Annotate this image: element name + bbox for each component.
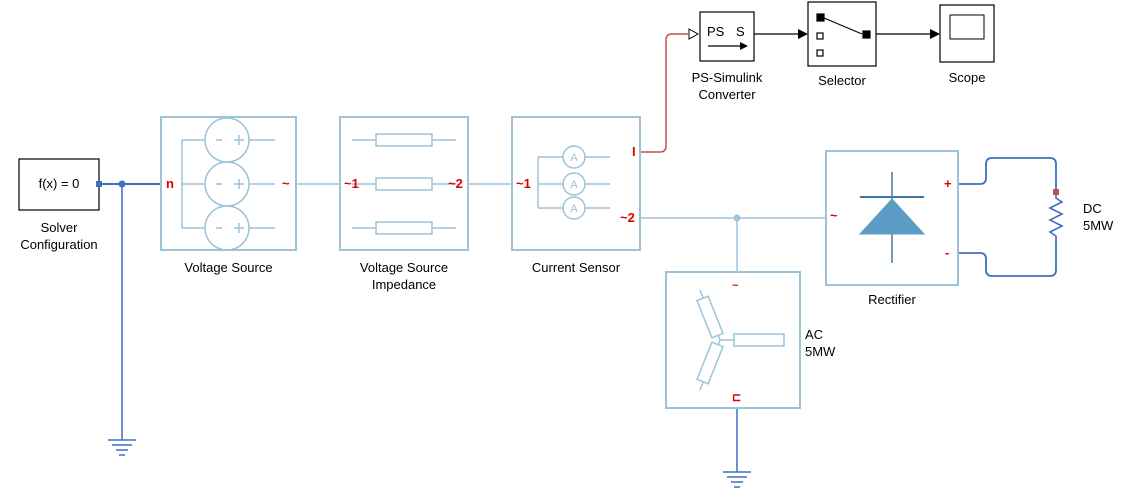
ps-input-port-icon xyxy=(688,28,700,40)
solver-label-line2: Configuration xyxy=(20,237,98,252)
ground-symbol-left xyxy=(108,439,136,456)
wire-sensor-to-converter[interactable] xyxy=(640,33,688,153)
diode-icon xyxy=(858,172,926,263)
converter-label-line1: PS-Simulink xyxy=(691,70,763,85)
impedance-label-line1: Voltage Source xyxy=(359,260,449,275)
dc-load-label-line1: DC xyxy=(1083,201,1102,216)
port-label-tilde: ~ xyxy=(282,176,290,191)
converter-s-text: S xyxy=(736,24,745,39)
port-label-tilde1: ~1 xyxy=(516,176,531,191)
port-label-ac-top: ~ xyxy=(732,280,739,292)
ac-load-block[interactable] xyxy=(665,271,801,409)
port-label-tilde2: ~2 xyxy=(620,210,635,225)
ac-load-label-line2: 5MW xyxy=(805,344,836,359)
voltage-source-label: Voltage Source xyxy=(184,260,273,275)
converter-ps-text: PS xyxy=(707,24,725,39)
solver-configuration-block[interactable] xyxy=(18,158,102,211)
wire-rectifier-minus[interactable] xyxy=(958,240,1057,277)
ammeter-a-label: A xyxy=(570,203,578,215)
port-label-tilde2: ~2 xyxy=(448,176,463,191)
port-label-plus: + xyxy=(944,176,952,191)
port-label-ac-bottom: ⊏ xyxy=(732,392,742,404)
impedance-block[interactable] xyxy=(339,116,469,251)
scope-label: Scope xyxy=(948,70,986,85)
resistor-zigzag-icon xyxy=(1048,192,1064,240)
rectifier-label: Rectifier xyxy=(868,292,916,307)
port-label-n: n xyxy=(166,176,174,191)
port-label-tilde: ~ xyxy=(830,208,838,223)
voltage-source-block[interactable] xyxy=(160,116,297,251)
selector-block[interactable] xyxy=(807,1,877,67)
dc-load-label-line2: 5MW xyxy=(1083,218,1114,233)
resistor-icons xyxy=(352,133,456,235)
port-label-i: I xyxy=(632,144,636,159)
port-label-minus: - xyxy=(945,245,950,260)
selector-label: Selector xyxy=(818,73,866,88)
voltage-source-icon xyxy=(181,117,275,251)
dc-resistor-block[interactable] xyxy=(1048,189,1064,240)
ammeter-a-label: A xyxy=(570,152,578,164)
arrowhead xyxy=(930,29,940,39)
ground-symbol-ac xyxy=(723,471,751,488)
ps-simulink-converter-block[interactable] xyxy=(688,11,755,62)
converter-arrowhead xyxy=(740,42,748,50)
wye-load-icon xyxy=(695,289,785,391)
switch-icon xyxy=(816,13,871,57)
wire-rectifier-plus[interactable] xyxy=(958,157,1057,192)
scope-block[interactable] xyxy=(939,4,995,63)
current-sensor-block[interactable]: A A A xyxy=(511,116,641,251)
ac-load-label-line1: AC xyxy=(805,327,824,342)
port-label-tilde1: ~1 xyxy=(344,176,359,191)
current-sensor-label: Current Sensor xyxy=(531,260,621,275)
rectifier-block[interactable] xyxy=(825,150,959,286)
solver-label-line1: Solver xyxy=(40,220,78,235)
ammeter-a-label: A xyxy=(570,179,578,191)
impedance-label-line2: Impedance xyxy=(371,277,437,292)
arrowhead xyxy=(798,29,808,39)
solver-block-text: f(x) = 0 xyxy=(38,176,80,191)
scope-screen-icon xyxy=(949,14,985,40)
converter-label-line2: Converter xyxy=(698,87,756,102)
ammeter-icons xyxy=(537,145,610,220)
